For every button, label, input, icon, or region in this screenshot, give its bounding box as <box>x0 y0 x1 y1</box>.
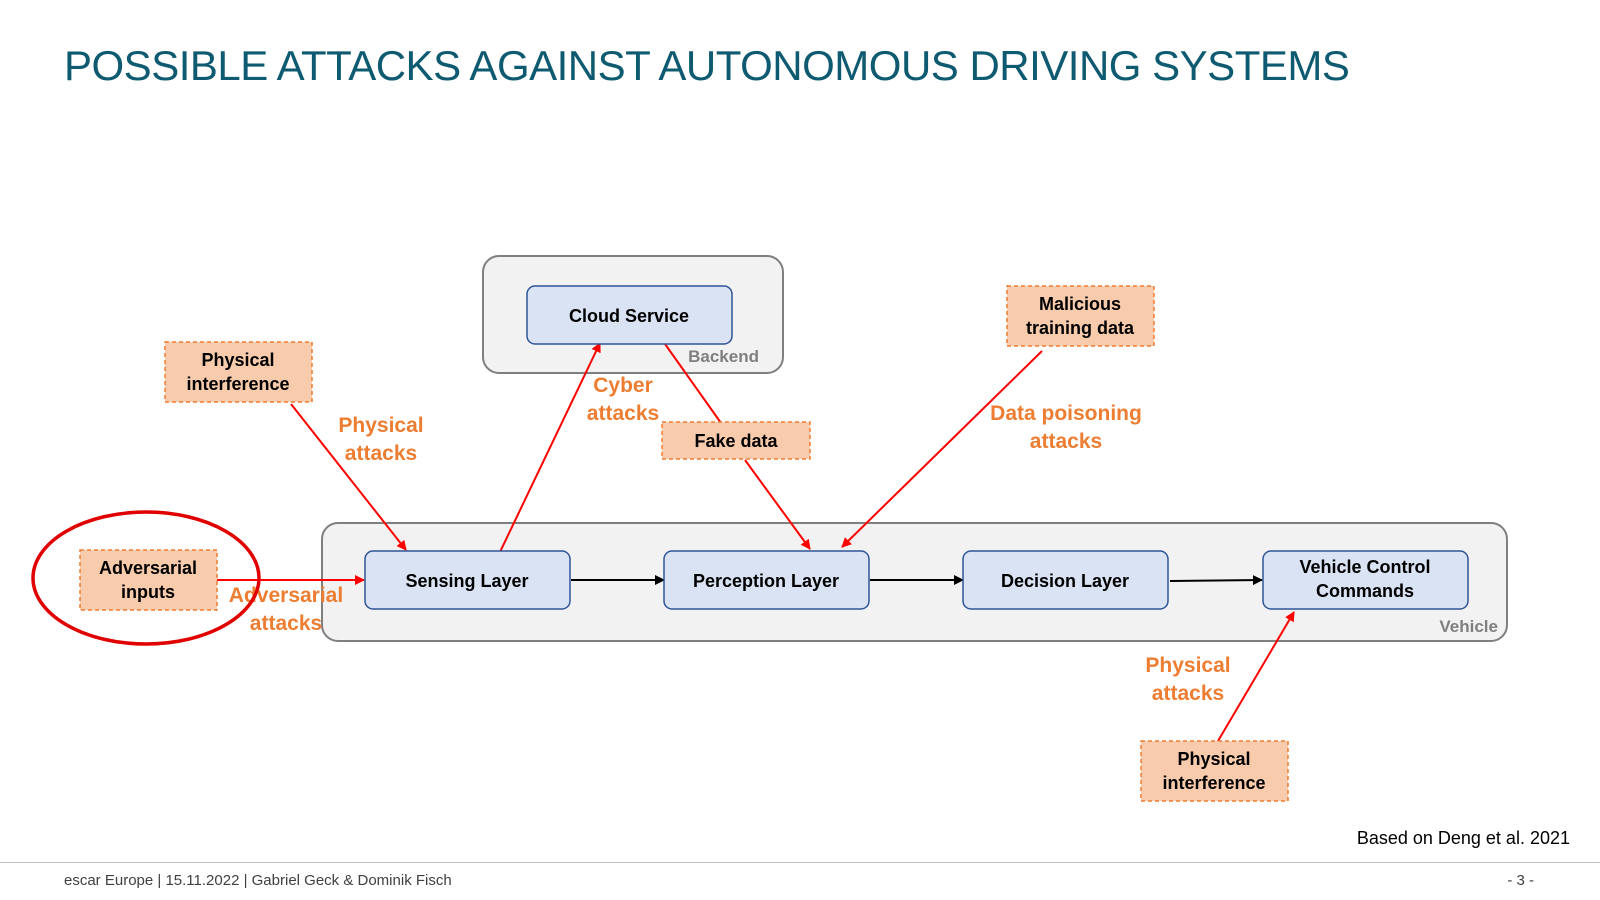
fake-data-box: Fake data <box>661 421 811 460</box>
page-number: - 3 - <box>1507 872 1534 889</box>
physical-attacks-top-line2: attacks <box>345 442 417 465</box>
physical-attacks-label-bottom: Physical attacks <box>1145 654 1230 705</box>
vehicle-control-node: Vehicle Control Commands <box>1262 550 1469 610</box>
cloud-service-node: Cloud Service <box>526 285 733 345</box>
vehicle-control-label-line1: Vehicle Control <box>1299 557 1430 577</box>
data-poisoning-line2: attacks <box>1030 430 1102 453</box>
adversarial-inputs-line2: inputs <box>121 582 175 602</box>
vehicle-group: Vehicle <box>321 522 1508 642</box>
data-poisoning-line1: Data poisoning <box>990 402 1142 425</box>
fake-data-arrow-lower <box>744 459 811 550</box>
decision-layer-label: Decision Layer <box>1001 571 1129 591</box>
physical-interference-top-line1: Physical <box>201 350 274 370</box>
perception-layer-label: Perception Layer <box>693 571 839 591</box>
footer-info: escar Europe | 15.11.2022 | Gabriel Geck… <box>64 872 452 889</box>
decision-layer-node: Decision Layer <box>962 550 1169 610</box>
cyber-attacks-line2: attacks <box>587 402 659 425</box>
slide-title: POSSIBLE ATTACKS AGAINST AUTONOMOUS DRIV… <box>64 42 1350 89</box>
citation: Based on Deng et al. 2021 <box>1356 828 1570 848</box>
physical-attacks-label-top: Physical attacks <box>338 414 423 465</box>
highlight-circle <box>31 510 261 646</box>
physical-interference-bottom-line2: interference <box>1162 773 1265 793</box>
physical-interference-bottom-box: Physical interference <box>1140 740 1289 802</box>
physical-attacks-bottom-line2: attacks <box>1152 682 1224 705</box>
data-poisoning-arrow <box>841 350 1043 548</box>
physical-interference-top-box: Physical interference <box>164 341 313 403</box>
malicious-training-data-box: Malicious training data <box>1006 285 1155 347</box>
data-poisoning-label: Data poisoning attacks <box>990 402 1142 453</box>
physical-attack-arrow-bottom <box>1217 611 1295 742</box>
backend-label: Backend <box>688 347 759 366</box>
adversarial-attacks-line2: attacks <box>250 612 322 635</box>
adversarial-inputs-line1: Adversarial <box>99 558 197 578</box>
vehicle-control-label-line2: Commands <box>1316 581 1414 601</box>
physical-attacks-top-line1: Physical <box>338 414 423 437</box>
malicious-training-data-line1: Malicious <box>1039 294 1121 314</box>
cloud-service-label: Cloud Service <box>569 306 689 326</box>
cyber-attack-arrow <box>499 342 601 553</box>
sensing-layer-node: Sensing Layer <box>364 550 571 610</box>
fake-data-label: Fake data <box>694 431 778 451</box>
fake-data-arrow-upper <box>664 343 722 424</box>
physical-interference-top-line2: interference <box>186 374 289 394</box>
cyber-attacks-line1: Cyber <box>593 374 653 397</box>
footer-divider <box>0 862 1600 863</box>
malicious-training-data-line2: training data <box>1026 318 1135 338</box>
sensing-layer-label: Sensing Layer <box>405 571 528 591</box>
physical-attacks-bottom-line1: Physical <box>1145 654 1230 677</box>
flow-arrow-decision-control <box>1169 575 1263 586</box>
vehicle-label: Vehicle <box>1439 617 1498 636</box>
adversarial-inputs-box: Adversarial inputs <box>79 549 218 611</box>
adversarial-attacks-line1: Adversarial <box>229 584 343 607</box>
physical-attack-arrow-top <box>290 403 407 551</box>
perception-layer-node: Perception Layer <box>663 550 870 610</box>
physical-interference-bottom-line1: Physical <box>1177 749 1250 769</box>
cyber-attacks-label: Cyber attacks <box>587 374 659 425</box>
